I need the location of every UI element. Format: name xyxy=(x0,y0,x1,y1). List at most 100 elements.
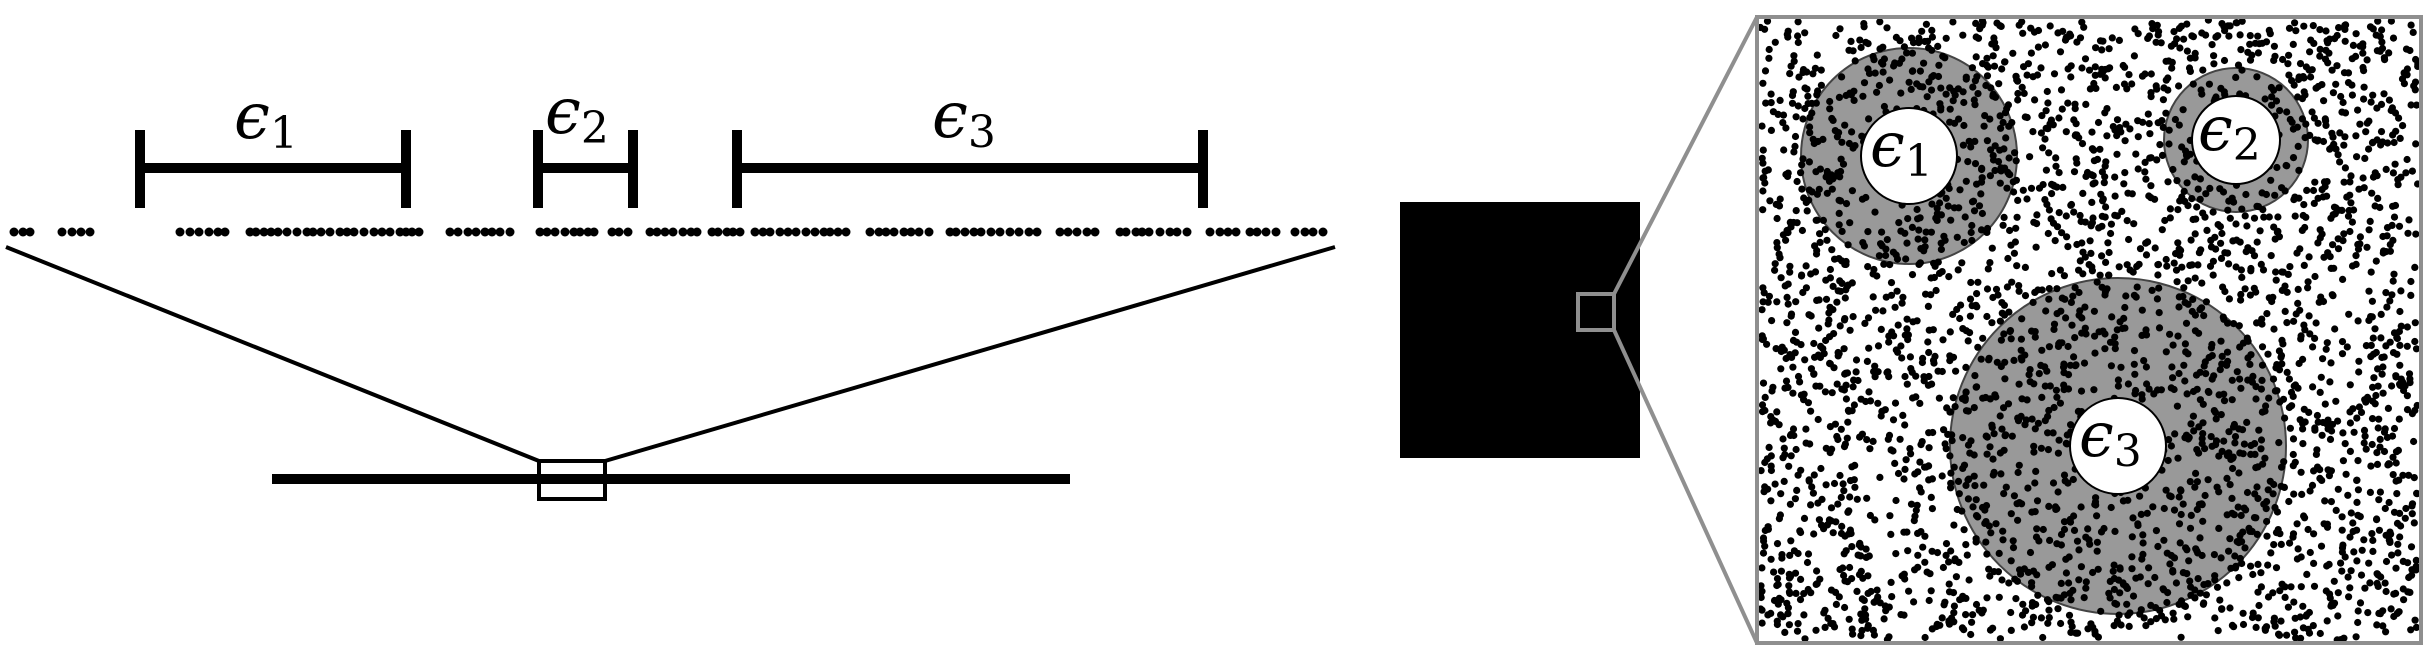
sample-point xyxy=(2093,278,2101,286)
sample-point xyxy=(1959,88,1967,96)
sample-point xyxy=(2235,322,2243,330)
sample-point xyxy=(2023,71,2031,79)
sample-point xyxy=(2217,84,2225,92)
sample-point xyxy=(2291,628,2299,636)
sample-point xyxy=(1805,158,1813,166)
sample-point xyxy=(2181,377,2189,385)
sample-point xyxy=(1995,549,2003,558)
sample-point xyxy=(1821,623,1829,632)
sample-point xyxy=(1981,112,1989,120)
sample-point xyxy=(2107,503,2115,512)
sample-point xyxy=(2396,381,2404,390)
sample-point xyxy=(2363,243,2371,251)
sample-point xyxy=(2138,72,2147,80)
sample-point xyxy=(2081,303,2089,311)
sample-point xyxy=(1814,137,1822,146)
sample-point xyxy=(1817,464,1825,473)
sample-point xyxy=(2380,90,2388,98)
sample-point xyxy=(1804,92,1812,100)
sample-point xyxy=(2233,368,2241,376)
sample-point xyxy=(1758,408,1767,416)
sample-point xyxy=(1773,408,1781,416)
sample-point xyxy=(2375,496,2383,504)
disc-label-3: ϵ3 xyxy=(2079,398,2142,477)
sample-point xyxy=(2273,508,2282,516)
sample-point xyxy=(1959,141,1967,149)
sample-point xyxy=(1879,60,1887,68)
sample-point xyxy=(495,227,505,237)
sample-point xyxy=(2056,48,2065,56)
sample-point xyxy=(2300,74,2308,82)
sample-point xyxy=(1840,571,1848,580)
sample-point xyxy=(1903,325,1911,333)
sample-point xyxy=(2218,360,2226,368)
sample-point xyxy=(2313,463,2322,471)
sample-point xyxy=(1845,507,1853,515)
sample-point xyxy=(2396,509,2404,517)
sample-point xyxy=(2187,583,2195,591)
sample-point xyxy=(2021,421,2029,429)
sample-point xyxy=(1826,265,1834,274)
sample-point xyxy=(1917,441,1925,449)
sample-point xyxy=(2342,470,2350,478)
sample-point xyxy=(2265,213,2273,221)
sample-point xyxy=(1786,551,1794,560)
sample-point xyxy=(1846,563,1854,572)
sample-point xyxy=(2218,20,2226,28)
sample-point xyxy=(1767,609,1775,618)
sample-point xyxy=(2077,217,2085,226)
sample-point xyxy=(2021,263,2029,271)
sample-point xyxy=(2030,448,2038,456)
sample-point xyxy=(1898,354,1906,362)
sample-point xyxy=(2338,350,2347,358)
sample-point xyxy=(2070,116,2078,124)
sample-point xyxy=(2389,169,2397,177)
sample-point xyxy=(2332,506,2340,514)
sample-point xyxy=(1767,99,1775,107)
sample-point xyxy=(1919,543,1927,551)
sample-point xyxy=(2403,406,2412,414)
sample-point xyxy=(2111,126,2119,134)
sample-point xyxy=(2093,155,2102,163)
sample-point xyxy=(1779,111,1788,119)
sample-point xyxy=(1905,587,1913,595)
sample-point xyxy=(76,227,86,237)
sample-point xyxy=(2111,173,2119,181)
sample-point xyxy=(2316,474,2324,482)
sample-point xyxy=(2326,435,2335,443)
sample-point xyxy=(2130,360,2138,368)
sample-point xyxy=(2251,440,2259,448)
sample-point xyxy=(2114,382,2122,390)
sample-point xyxy=(2142,622,2150,630)
sample-point xyxy=(2292,310,2300,318)
sample-point xyxy=(2126,125,2134,133)
sample-points-row xyxy=(9,227,1328,237)
sample-point xyxy=(2317,373,2325,381)
sample-point xyxy=(645,227,655,237)
disc-label-3-symbol: ϵ xyxy=(2079,398,2114,471)
sample-point xyxy=(1782,124,1790,132)
sample-point xyxy=(1787,310,1796,318)
sample-point xyxy=(1888,593,1896,601)
sample-point xyxy=(2003,105,2011,113)
sample-point xyxy=(2210,60,2218,68)
sample-point xyxy=(1999,527,2007,535)
sample-point xyxy=(2014,96,2022,104)
sample-point xyxy=(1854,376,1862,385)
sample-point xyxy=(1984,63,1992,71)
sample-point xyxy=(1797,169,1805,177)
sample-point xyxy=(2300,22,2308,30)
sample-point xyxy=(471,227,481,237)
sample-point xyxy=(2233,19,2241,27)
sample-point xyxy=(2007,241,2015,249)
sample-point xyxy=(1808,483,1816,491)
sample-point xyxy=(1900,611,1908,619)
sample-point xyxy=(2394,446,2402,454)
sample-point xyxy=(2365,287,2373,295)
sample-point xyxy=(1913,80,1921,88)
sample-point xyxy=(1986,572,1994,580)
sample-point xyxy=(1924,37,1932,45)
sample-point xyxy=(2117,128,2125,136)
sample-point xyxy=(2033,497,2042,505)
sample-point xyxy=(1880,615,1888,623)
